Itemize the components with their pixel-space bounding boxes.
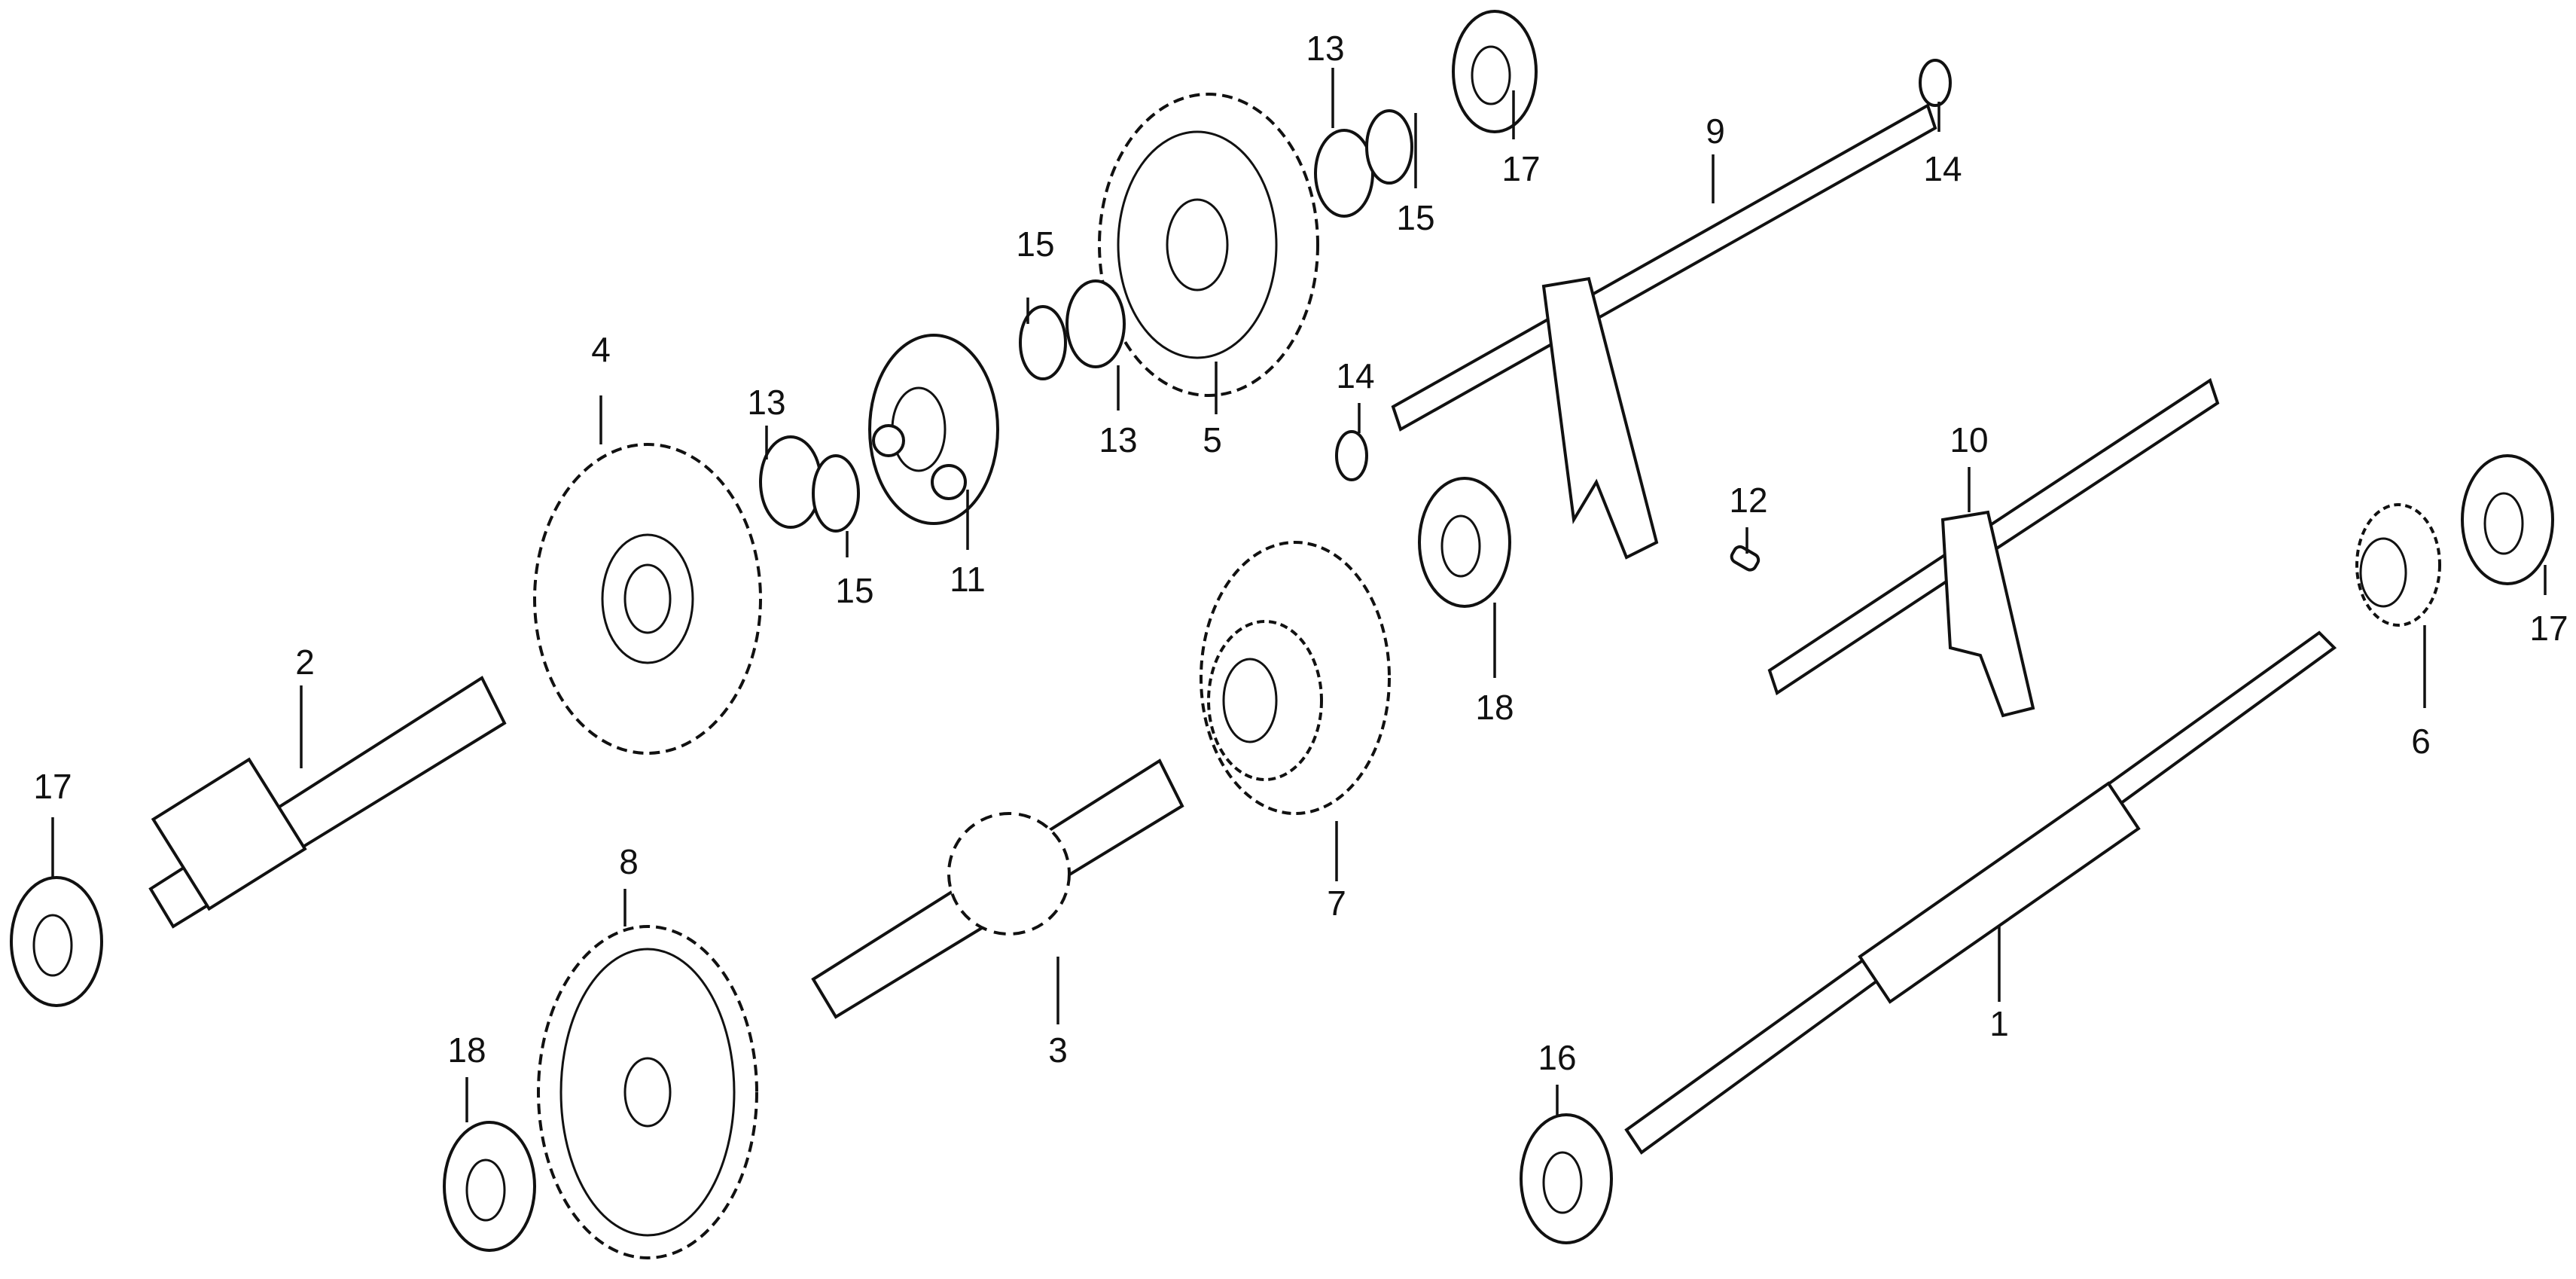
bearing-17-left: [10, 876, 103, 1007]
washer-14-b: [1919, 59, 1952, 107]
gear-8: [537, 925, 758, 1259]
pin-12: [1730, 545, 1761, 572]
callout-3: 3: [1048, 1030, 1068, 1070]
callout-17: 17: [33, 767, 72, 806]
bearing-18-mid: [1418, 477, 1511, 608]
circlip-15-b: [1019, 305, 1067, 380]
callout-13: 13: [1306, 29, 1344, 68]
callout-14: 14: [1336, 356, 1374, 395]
gear-7: [1200, 541, 1391, 815]
callout-1: 1: [1989, 1004, 2009, 1043]
gear-4: [533, 443, 762, 755]
callout-13: 13: [747, 383, 785, 422]
callout-15: 15: [835, 571, 873, 610]
callout-15: 15: [1396, 198, 1434, 237]
callout-11: 11: [950, 560, 986, 599]
shaft-3: [811, 759, 1184, 1019]
circlip-15-a: [812, 454, 860, 533]
callout-9: 9: [1706, 111, 1725, 151]
bearing-17-top: [1452, 10, 1538, 133]
callout-7: 7: [1327, 884, 1346, 923]
washer-14-a: [1335, 430, 1368, 481]
bearing-18-bottom: [443, 1121, 536, 1252]
callout-8: 8: [619, 842, 639, 881]
gear-5: [1098, 93, 1319, 397]
washer-13-a: [759, 435, 822, 529]
hub-11: [868, 334, 999, 525]
leader-lines: [51, 68, 2547, 1122]
callout-6: 6: [2411, 722, 2431, 761]
callout-10: 10: [1950, 420, 1988, 459]
callout-12: 12: [1729, 481, 1767, 520]
callout-16: 16: [1538, 1038, 1576, 1077]
washer-13-c: [1314, 129, 1374, 218]
gear-6: [2355, 503, 2441, 627]
shaft-1: [1624, 630, 2337, 1155]
callout-14: 14: [1923, 149, 1962, 188]
callout-15: 15: [1016, 224, 1054, 264]
callout-2: 2: [295, 643, 315, 682]
callout-4: 4: [591, 330, 611, 369]
shaft-2: [148, 676, 507, 929]
callout-18: 18: [1475, 688, 1514, 727]
bearing-17-right: [2461, 454, 2554, 585]
callout-17: 17: [2529, 609, 2568, 648]
circlip-15-c: [1365, 109, 1413, 185]
fork-shaft-10: [1767, 377, 2220, 718]
callout-5: 5: [1203, 420, 1222, 459]
fork-shaft-9: [1391, 103, 1937, 560]
bearing-16: [1520, 1113, 1613, 1244]
callout-13: 13: [1099, 420, 1137, 459]
callout-17: 17: [1501, 149, 1540, 188]
callout-18: 18: [447, 1030, 486, 1070]
washer-13-b: [1065, 279, 1126, 368]
